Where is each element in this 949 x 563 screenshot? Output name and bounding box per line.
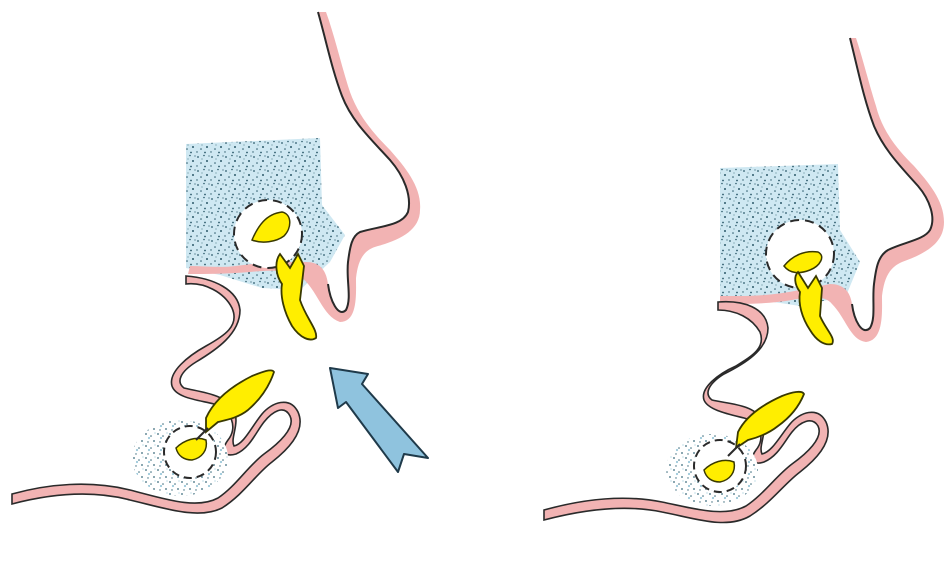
panel-before bbox=[12, 12, 428, 513]
arrow-icon bbox=[330, 368, 428, 472]
panel-after bbox=[544, 38, 944, 523]
